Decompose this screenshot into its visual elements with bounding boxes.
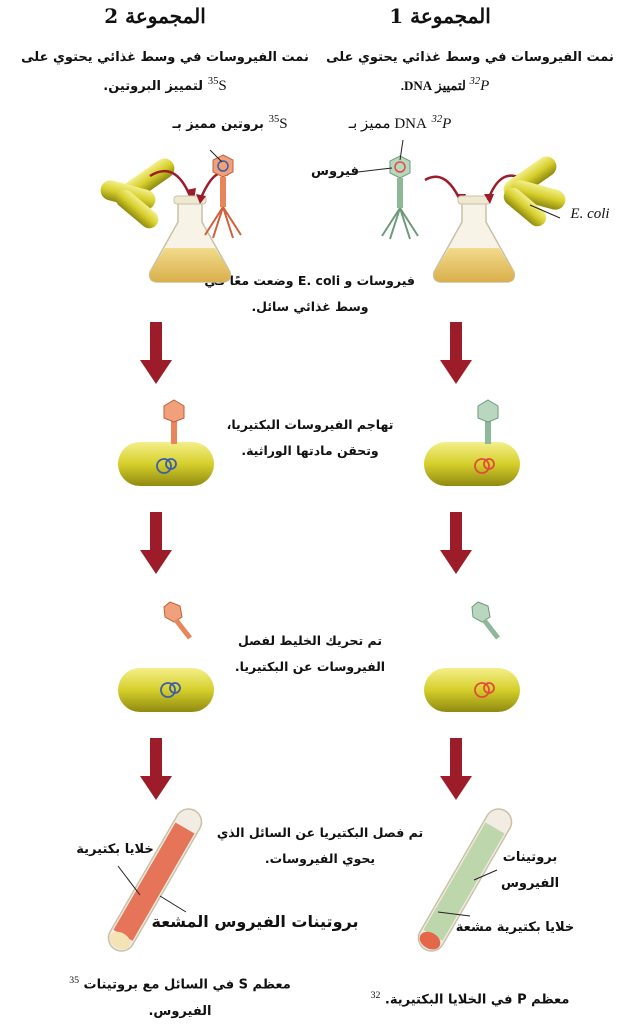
group1-test-tube bbox=[414, 804, 517, 956]
group2-ecoli-cluster bbox=[98, 155, 178, 232]
group1-ecoli-cluster bbox=[500, 153, 568, 230]
group2-bacterium-after bbox=[118, 668, 214, 712]
group1-bacterium-after bbox=[424, 668, 520, 712]
group2-flask bbox=[150, 196, 231, 282]
group1-flask bbox=[434, 196, 515, 282]
group2-infected-bacterium bbox=[118, 400, 214, 486]
group2-test-tube bbox=[104, 804, 207, 956]
group1-infected-bacterium bbox=[424, 400, 520, 486]
group2-phage bbox=[205, 155, 241, 238]
group1-detached-phage bbox=[472, 602, 498, 638]
down-arrows bbox=[140, 322, 472, 800]
group2-detached-phage bbox=[164, 602, 190, 638]
